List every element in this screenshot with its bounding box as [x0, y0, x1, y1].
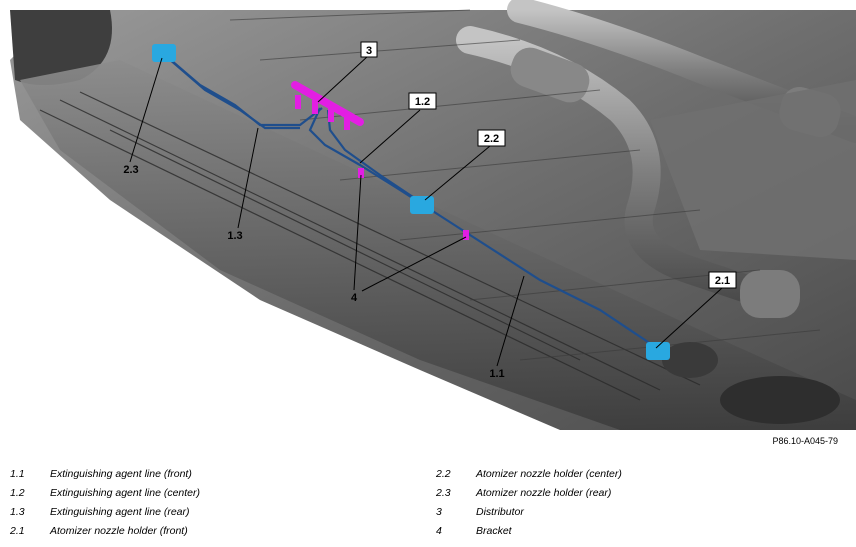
bracket-2 [463, 230, 469, 240]
legend-number: 2.3 [436, 487, 451, 499]
callout-1-2: 1.2 [408, 92, 437, 110]
line-center [326, 109, 426, 206]
legend-description: Atomizer nozzle holder (rear) [476, 487, 612, 499]
rear-wheel-shape [10, 10, 112, 85]
legend-description: Extinguishing agent line (center) [50, 487, 201, 499]
distributor [291, 81, 364, 130]
legend-description: Atomizer nozzle holder (center) [476, 468, 622, 480]
side-sill [20, 60, 856, 430]
legend-number: 2.2 [436, 468, 451, 480]
leader-1-1 [496, 275, 525, 367]
figure-reference-code: P86.10-A045-79 [772, 436, 838, 446]
leader-2-1 [655, 287, 723, 349]
callout-1-1: 1.1 [489, 368, 504, 380]
legend-description: Extinguishing agent line (front) [50, 468, 192, 480]
leader-2-2 [424, 145, 491, 201]
legend-item: 2.2 Atomizer nozzle holder (center) [436, 465, 622, 484]
legend-number: 1.3 [10, 506, 25, 518]
nozzle-holder-center [410, 196, 434, 214]
legend-number: 2.1 [10, 525, 25, 537]
line-front [308, 107, 661, 351]
legend-item: 1.3 Extinguishing agent line (rear) [10, 503, 200, 522]
legend-description: Bracket [476, 525, 512, 537]
legend-item: 1.1 Extinguishing agent line (front) [10, 465, 200, 484]
callout-4: 4 [351, 292, 358, 304]
sill-ridges [39, 91, 701, 401]
svg-text:3: 3 [366, 45, 372, 57]
bracket-1 [358, 168, 364, 178]
legend-item: 2.1 Atomizer nozzle holder (front) [10, 522, 200, 541]
callout-1-3: 1.3 [227, 230, 242, 242]
leader-4a [353, 174, 362, 291]
legend-number: 1.1 [10, 468, 25, 480]
legend-description: Extinguishing agent line (rear) [50, 506, 190, 518]
svg-text:2.1: 2.1 [715, 275, 730, 287]
axle-part-2 [662, 342, 718, 378]
svg-text:1.2: 1.2 [415, 96, 430, 108]
legend-number: 1.2 [10, 487, 25, 499]
legend-description: Atomizer nozzle holder (front) [50, 525, 188, 537]
legend-item: 4 Bracket [436, 522, 622, 541]
callout-2-2: 2.2 [477, 129, 506, 147]
leader-4b [361, 236, 467, 292]
legend-description: Distributor [476, 506, 524, 518]
extinguishing-lines [164, 54, 661, 351]
legend-column-right: 2.2 Atomizer nozzle holder (center) 2.3 At… [436, 465, 622, 541]
leader-3 [317, 55, 369, 103]
legend-item: 3 Distributor [436, 503, 622, 522]
legend-number: 3 [436, 506, 442, 518]
svg-text:2.2: 2.2 [484, 133, 499, 145]
nozzle-holder-front [646, 342, 670, 360]
callout-2-3: 2.3 [123, 164, 138, 176]
callout-2-1: 2.1 [708, 271, 737, 289]
vehicle-underbody-illustration: 3 1.2 2.2 2.1 2.3 1.3 4 1.1 [10, 0, 856, 430]
axle-part [720, 376, 840, 424]
leader-1-2 [359, 109, 421, 164]
callout-3: 3 [360, 41, 378, 58]
leader-2-3 [129, 57, 163, 163]
legend-item: 2.3 Atomizer nozzle holder (rear) [436, 484, 622, 503]
legend-item: 1.2 Extinguishing agent line (center) [10, 484, 200, 503]
legend-number: 4 [436, 525, 442, 537]
nozzle-holder-rear [152, 44, 176, 62]
leader-1-3 [237, 127, 259, 229]
heat-shield [650, 80, 856, 260]
